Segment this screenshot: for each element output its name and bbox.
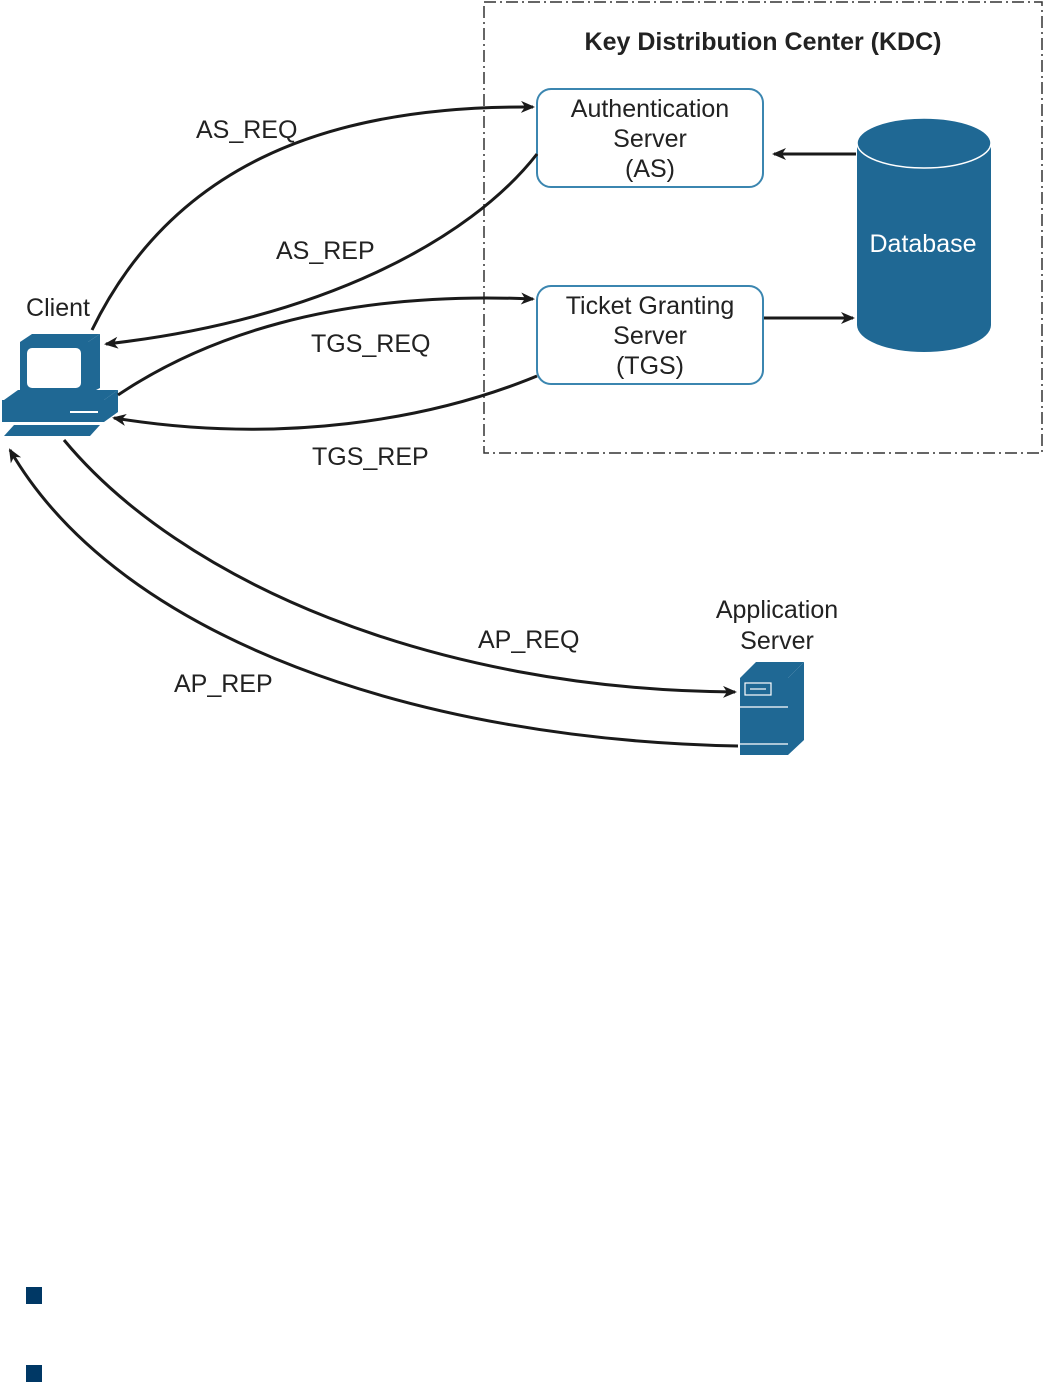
ap-req-label: AP_REQ xyxy=(478,626,579,654)
tgs-label-line3: (TGS) xyxy=(616,352,684,380)
as-rep-arrow xyxy=(104,153,539,349)
app-server-label-line1: Application xyxy=(716,596,838,624)
as-req-label: AS_REQ xyxy=(196,116,297,144)
tgs-label-line2: Server xyxy=(613,322,687,350)
tgs-rep-arrow xyxy=(112,374,538,431)
bullet-marker-2 xyxy=(26,1365,42,1382)
kdc-title: Key Distribution Center (KDC) xyxy=(585,28,942,56)
application-server-icon xyxy=(740,662,804,755)
ap-req-arrow xyxy=(62,439,737,698)
database-label: Database xyxy=(869,230,976,258)
kdc-container xyxy=(483,1,1043,454)
tgs-req-label: TGS_REQ xyxy=(311,330,430,358)
client-label: Client xyxy=(26,294,90,322)
tgs-label-line1: Ticket Granting xyxy=(566,292,735,320)
ap-rep-label: AP_REP xyxy=(174,670,273,698)
as-label-line3: (AS) xyxy=(625,155,675,183)
database-icon: Database xyxy=(856,117,992,352)
as-label-line1: Authentication xyxy=(571,95,729,123)
bullet-marker-1 xyxy=(26,1287,42,1304)
tgs-rep-label: TGS_REP xyxy=(312,443,429,471)
ap-rep-arrow xyxy=(8,448,739,748)
authentication-server-node: Authentication Server (AS) xyxy=(536,88,764,188)
as-req-arrow xyxy=(90,100,535,331)
as-label-line2: Server xyxy=(613,125,687,153)
ticket-granting-server-node: Ticket Granting Server (TGS) xyxy=(536,285,764,385)
app-server-label-line2: Server xyxy=(740,627,814,655)
as-rep-label: AS_REP xyxy=(276,237,375,265)
tgs-req-arrow xyxy=(117,292,535,397)
client-computer-icon xyxy=(2,334,118,436)
